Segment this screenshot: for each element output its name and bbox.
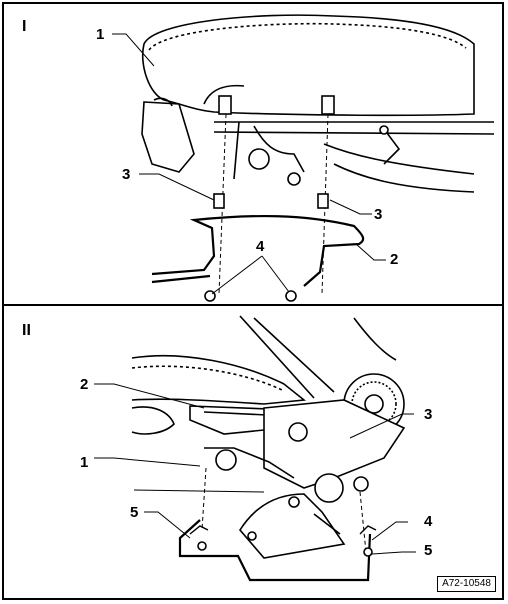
- callout-3-left: 3: [122, 166, 131, 183]
- callout-5-right: 5: [424, 542, 433, 559]
- panel-i-label: I: [22, 18, 27, 35]
- callout-2: 2: [80, 376, 89, 393]
- panel-i: I 1 2 3 3 4: [4, 4, 502, 306]
- panel-divider: [4, 304, 502, 306]
- callout-1: 1: [96, 26, 105, 43]
- callout-3: 3: [424, 406, 433, 423]
- callout-4: 4: [424, 513, 433, 530]
- callout-1: 1: [80, 454, 89, 471]
- callout-2: 2: [390, 251, 399, 268]
- panel-ii-label: II: [22, 322, 31, 339]
- callout-4: 4: [256, 238, 265, 255]
- diagram-frame: I 1 2 3 3 4: [2, 2, 504, 600]
- panel-ii-drawing: [94, 315, 416, 582]
- panel-i-drawing: [112, 14, 495, 302]
- panel-ii: II 1 2 3 4 5 5: [4, 308, 502, 600]
- callout-3-right: 3: [374, 206, 383, 223]
- reference-code: A72-10548: [437, 576, 496, 592]
- callout-5-left: 5: [130, 504, 139, 521]
